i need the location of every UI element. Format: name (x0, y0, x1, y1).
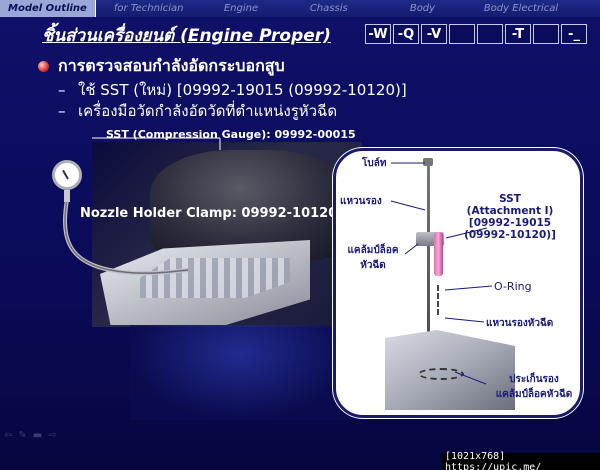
seat-ring-image (418, 368, 464, 380)
seat-label-line1: ประเก็นรอง (509, 374, 559, 385)
tab-empty-1[interactable] (449, 24, 475, 44)
nozzle-washer-label: แหวนรองหัวฉีด (486, 318, 554, 329)
clamp-label: Nozzle Holder Clamp: 09992-10120 (80, 206, 338, 221)
sst-label-line2: (Attachment I) (466, 205, 554, 217)
bolt-label: โบล์ท (362, 158, 387, 169)
pen-icon[interactable]: ✎ (18, 430, 27, 441)
top-navigation: Model Outline for Technician Engine Chas… (0, 0, 600, 17)
forward-arrow-icon[interactable]: ⇨ (48, 430, 57, 441)
tab-q[interactable]: -Q (393, 24, 419, 44)
cylinder-image (130, 325, 350, 420)
sub-bullet-2-text: เครื่องมือวัดกำลังอัดวัดที่ตำแหน่งรูหัวฉ… (78, 102, 338, 120)
main-bullet: การตรวจสอบกำลังอัดกระบอกสูบ (38, 54, 285, 79)
sst-attachment-label: SST (Attachment I) [09992-19015 (09992-1… (460, 193, 560, 241)
nav-item-for-technician[interactable]: for Technician (113, 3, 184, 14)
tab-empty-2[interactable] (477, 24, 503, 44)
bolt-rod-image (427, 160, 430, 380)
sst-label-line4: (09992-10120)] (464, 229, 556, 241)
dash-icon: – (58, 102, 66, 120)
seat-label-line2: แคล้มป์ล็อคหัวฉีด (495, 389, 573, 400)
washer-label: แหวนรอง (340, 196, 382, 207)
tab-underscore[interactable]: -_ (561, 24, 587, 44)
dash-icon: – (58, 81, 66, 99)
sub-bullet-1-text: ใช้ SST (ใหม่) [09992-19015 (09992-10120… (78, 81, 407, 99)
watermark-text: [1021x768] https://upic.me/ (442, 451, 600, 470)
oring-label: O-Ring (494, 280, 532, 293)
section-title: ชิ้นส่วนเครื่องยนต์ (Engine Proper) (42, 26, 331, 46)
gauge-stem (64, 190, 70, 202)
seat-label: ประเก็นรอง แคล้มป์ล็อคหัวฉีด (484, 372, 584, 402)
nav-item-engine[interactable]: Engine (223, 3, 259, 14)
gauge-label: SST (Compression Gauge): 09992-00015 (106, 128, 356, 141)
nav-item-body-electrical[interactable]: Body Electrical (483, 3, 559, 14)
nav-item-chassis[interactable]: Chassis (309, 3, 348, 14)
back-arrow-icon[interactable]: ⇦ (4, 430, 13, 441)
nozzle-clamp-label: แคล้มป์ล็อค หัวฉีด (340, 243, 406, 273)
sst-label-line3: [09992-19015 (468, 217, 552, 229)
compression-gauge-icon (52, 160, 82, 190)
sub-bullet-2: –เครื่องมือวัดกำลังอัดวัดที่ตำแหน่งรูหัว… (58, 99, 337, 123)
slide-footer-controls: ⇦ ✎ ▬ ⇨ (4, 430, 57, 441)
nozzle-clamp-label-line2: หัวฉีด (360, 260, 386, 271)
tab-v[interactable]: -V (421, 24, 447, 44)
nozzle-clamp-label-line1: แคล้มป์ล็อค (347, 245, 399, 256)
model-tabs: -W -Q -V -T -_ (365, 24, 589, 44)
bullet-dot-icon (38, 61, 49, 72)
sst-label-line1: SST (499, 193, 521, 205)
sub-bullet-1: –ใช้ SST (ใหม่) [09992-19015 (09992-1012… (58, 78, 407, 102)
oring-image (437, 285, 441, 315)
tab-w[interactable]: -W (365, 24, 391, 44)
main-bullet-text: การตรวจสอบกำลังอัดกระบอกสูบ (58, 56, 285, 75)
nav-item-model-outline[interactable]: Model Outline (0, 0, 96, 17)
menu-icon[interactable]: ▬ (32, 430, 43, 441)
tab-t[interactable]: -T (505, 24, 531, 44)
sst-attachment-image (434, 232, 443, 276)
nav-item-body[interactable]: Body (409, 3, 436, 14)
tab-empty-3[interactable] (533, 24, 559, 44)
